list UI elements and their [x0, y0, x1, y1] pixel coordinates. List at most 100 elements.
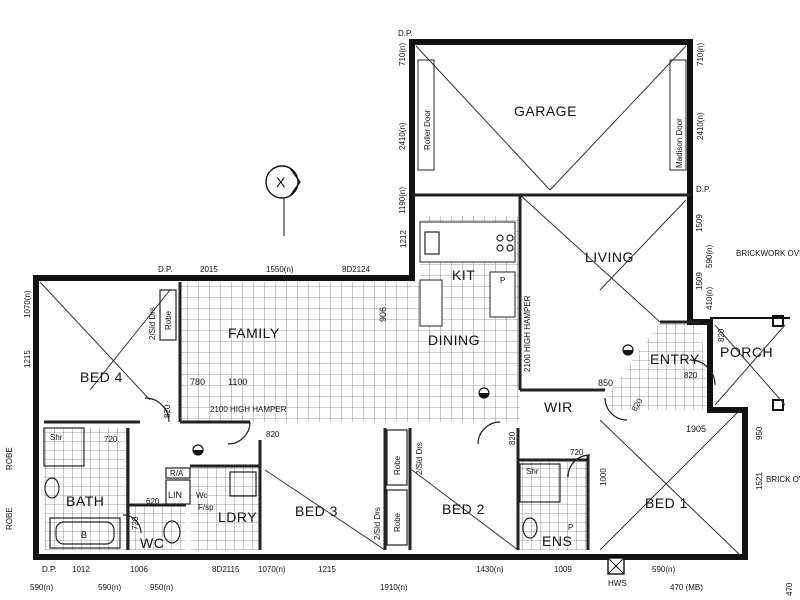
label-robe-bed3: Robe: [393, 455, 402, 475]
dim-kit-1212: 1212: [399, 230, 408, 248]
dim-820-family: 820: [266, 430, 280, 439]
dim-850: 850: [598, 378, 613, 388]
room-family: FAMILY: [228, 325, 280, 341]
basin-ens: [522, 517, 538, 539]
label-madison-door: Madison Door: [675, 118, 684, 168]
dim-720-bath: 720: [104, 435, 118, 444]
dim-820-bed4: 820: [163, 404, 172, 418]
dim-garage-1190: 1190(n): [398, 187, 407, 214]
dim-620: 620: [146, 497, 160, 506]
dim-garage-710-left: 710(n): [398, 43, 407, 66]
robe-bed3-b: [386, 489, 408, 546]
room-bed4: BED 4: [80, 369, 123, 385]
dim-b2-1910: 1910(n): [380, 583, 408, 592]
label-hamper-dining: 2100 HIGH HAMPER: [523, 295, 532, 372]
dim-1905: 1905: [686, 424, 706, 434]
porch-post-bottom: [772, 399, 784, 411]
dim-820-porch: 820: [717, 328, 726, 342]
dim-b-1009: 1009: [554, 565, 572, 574]
label-shr-ens: Shr: [526, 467, 539, 476]
room-bath: BATH: [66, 493, 104, 509]
label-dp-bottom: D.P.: [42, 565, 57, 574]
dim-b-1070: 1070(n): [258, 565, 286, 574]
north-symbol: X: [265, 165, 301, 236]
label-shr-bath: Shr: [50, 433, 63, 442]
label-hamper-family: 2100 HIGH HAMPER: [210, 405, 287, 414]
door-swings: [122, 359, 716, 534]
dim-720-ens: 720: [570, 448, 584, 457]
label-sld-bed4: 2/Sld Drs: [148, 307, 157, 340]
ldry-tiles: [190, 466, 260, 550]
label-robe-bed3b: Robe: [393, 512, 402, 532]
dim-b-1006: 1006: [130, 565, 148, 574]
dim-b-1215: 1215: [318, 565, 336, 574]
roller-door: [417, 59, 435, 171]
label-robe-left-2: ROBE: [5, 507, 14, 530]
room-diagonals: [39, 45, 786, 556]
ra-box: [165, 467, 191, 479]
dim-garage-2410-right: 2410(n): [696, 112, 705, 140]
dim-b2-950: 950(n): [150, 583, 173, 592]
dim-b-8d2115: 8D2115: [212, 565, 240, 574]
room-ens: ENS: [542, 533, 572, 549]
dim-906: 906: [378, 307, 388, 322]
garage-walls: [409, 39, 693, 196]
label-hws: HWS: [608, 579, 627, 588]
cooktop: [496, 234, 514, 252]
bathtub: [49, 517, 121, 549]
shower-bath: [43, 427, 85, 467]
dim-top-8d2124: 8D2124: [342, 265, 371, 274]
dim-top-1550: 1550(n): [266, 265, 294, 274]
label-p-kit: P: [500, 276, 505, 285]
label-sld-bed2: 2/Sld Drs: [415, 442, 424, 475]
sink: [424, 231, 440, 255]
dim-b2-470: 470 (MB): [670, 583, 703, 592]
dim-720-wc: 720: [131, 516, 140, 530]
room-kit: KIT: [452, 267, 475, 283]
room-ldry: LDRY: [218, 509, 257, 525]
dim-1100: 1100: [228, 377, 247, 387]
label-wc-fixture: Wc: [196, 491, 208, 500]
hws-cross: [607, 557, 625, 575]
bathtub-inner: [55, 521, 115, 545]
dim-780: 780: [190, 377, 205, 387]
dim-b2-590: 590(n): [30, 583, 53, 592]
label-roller-door: Roller Door: [423, 109, 432, 150]
label-ra: R/A: [170, 469, 184, 478]
room-porch: PORCH: [720, 344, 773, 360]
dim-b2-590b: 590(n): [98, 583, 121, 592]
room-bed1: BED 1: [645, 495, 688, 511]
label-p-ens: P: [568, 523, 573, 532]
dim-410: 410(n): [705, 287, 714, 310]
dim-820-wir: 820: [684, 371, 698, 380]
madison-door: [669, 59, 687, 171]
room-garage: GARAGE: [514, 103, 577, 119]
label-fsp: F/sp: [198, 503, 214, 512]
shower-ens: [519, 463, 561, 503]
laundry-tub: [229, 471, 257, 497]
room-living: LIVING: [585, 249, 634, 265]
north-mark: X: [276, 174, 286, 190]
dim-950: 950: [755, 426, 764, 440]
room-bed3: BED 3: [295, 503, 338, 519]
robe-bed4: [159, 289, 177, 341]
light-family-fill: [193, 450, 203, 455]
label-dp-top: D.P.: [398, 29, 413, 38]
light-dining-fill: [479, 393, 489, 398]
kitchen-bench: [419, 221, 516, 263]
room-wc: WC: [140, 535, 164, 551]
label-dp-left: D.P.: [158, 265, 173, 274]
robe-bed3-a: [386, 429, 408, 486]
dim-b-1012: 1012: [72, 565, 90, 574]
room-dining: DINING: [428, 332, 480, 348]
label-bath-b: B: [81, 530, 87, 540]
kitchen-island: [419, 279, 443, 327]
dim-left-1215: 1215: [23, 350, 32, 368]
dim-820-bed2: 820: [508, 431, 517, 445]
pantry-box: [489, 271, 516, 318]
entry-tiles: [605, 322, 710, 410]
label-robe-left-1: ROBE: [5, 447, 14, 470]
dim-1000: 1000: [599, 468, 608, 486]
room-entry: ENTRY: [650, 351, 700, 367]
